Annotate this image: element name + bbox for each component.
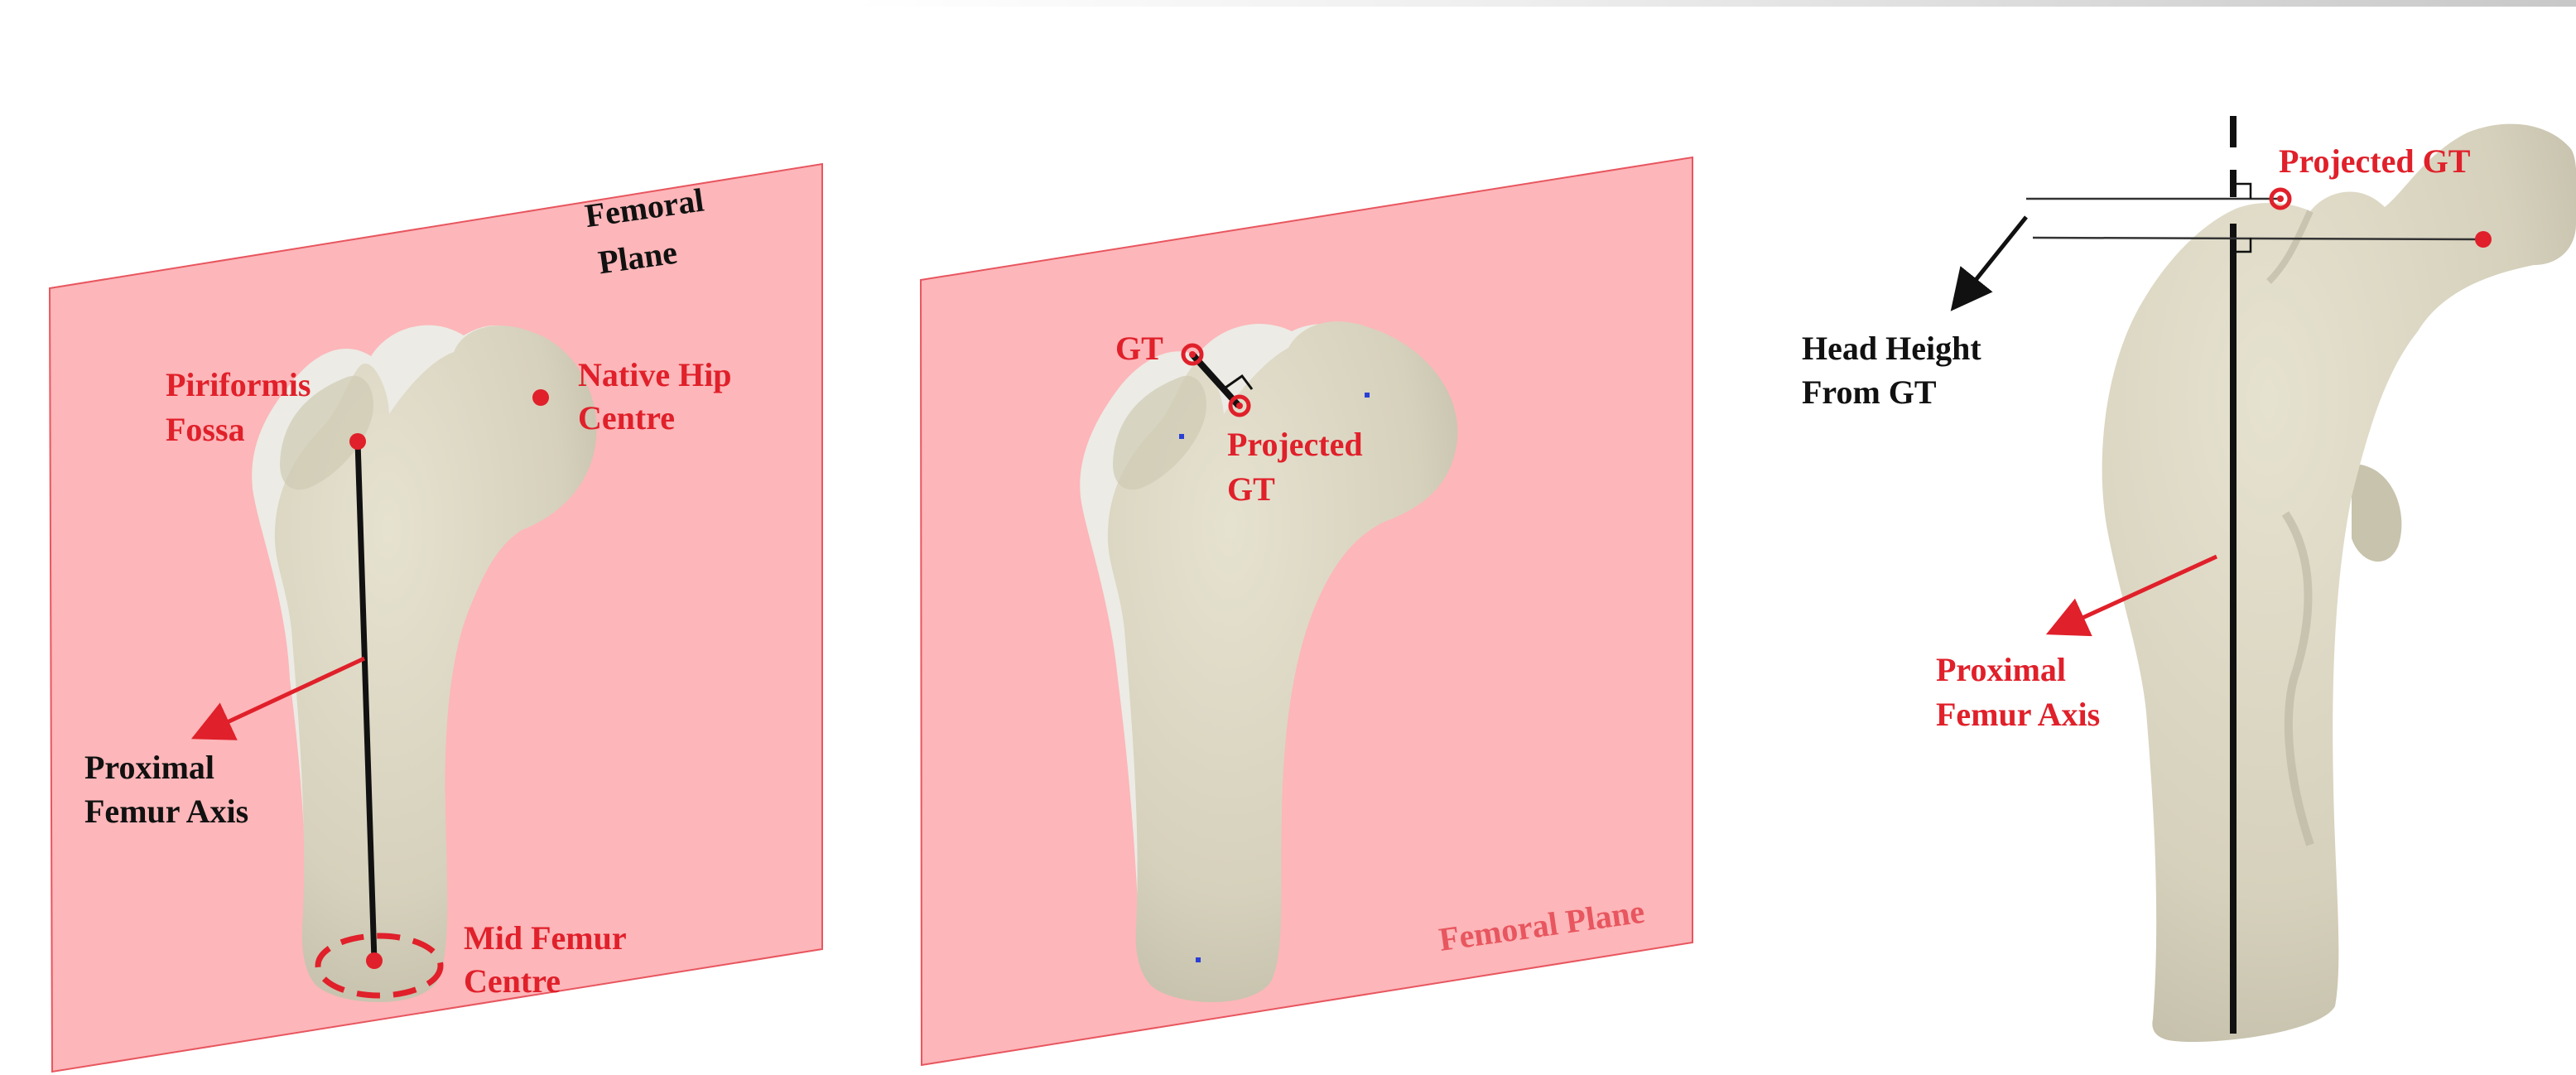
head-height-arrow: [1956, 217, 2026, 305]
femur-bone-3: [2102, 124, 2576, 1042]
projected-gt-dot-2: [1236, 403, 1243, 409]
piriformis-fossa-dot: [349, 433, 366, 450]
panel-2: GT Projected GT Femoral Plane: [921, 157, 1692, 1065]
native-hip-centre-dot: [532, 389, 549, 406]
label-gt: GT: [1115, 330, 1163, 367]
hip-centre-dot-3: [2475, 231, 2492, 248]
panel-3: Projected GT Head Height From GT Proxima…: [1802, 116, 2576, 1042]
projected-point-hip: [1365, 393, 1370, 398]
projected-gt-dot-3: [2277, 195, 2284, 202]
label-projected-gt-3: Projected GT: [2279, 142, 2471, 180]
panel-1: Femoral Plane Piriformis Fossa Native Hi…: [50, 164, 822, 1072]
lesser-trochanter-3: [2352, 464, 2401, 562]
projected-point-mid: [1196, 957, 1201, 962]
top-border-bar: [853, 0, 2576, 7]
right-angle-marker-3a: [2236, 184, 2251, 199]
projected-point-fossa: [1179, 434, 1184, 439]
label-proximal-femur-axis-3: Proximal Femur Axis: [1936, 651, 2100, 733]
label-head-height-from-gt: Head Height From GT: [1802, 330, 1990, 411]
gt-dot: [1189, 351, 1196, 358]
mid-femur-centre-dot: [366, 952, 383, 969]
